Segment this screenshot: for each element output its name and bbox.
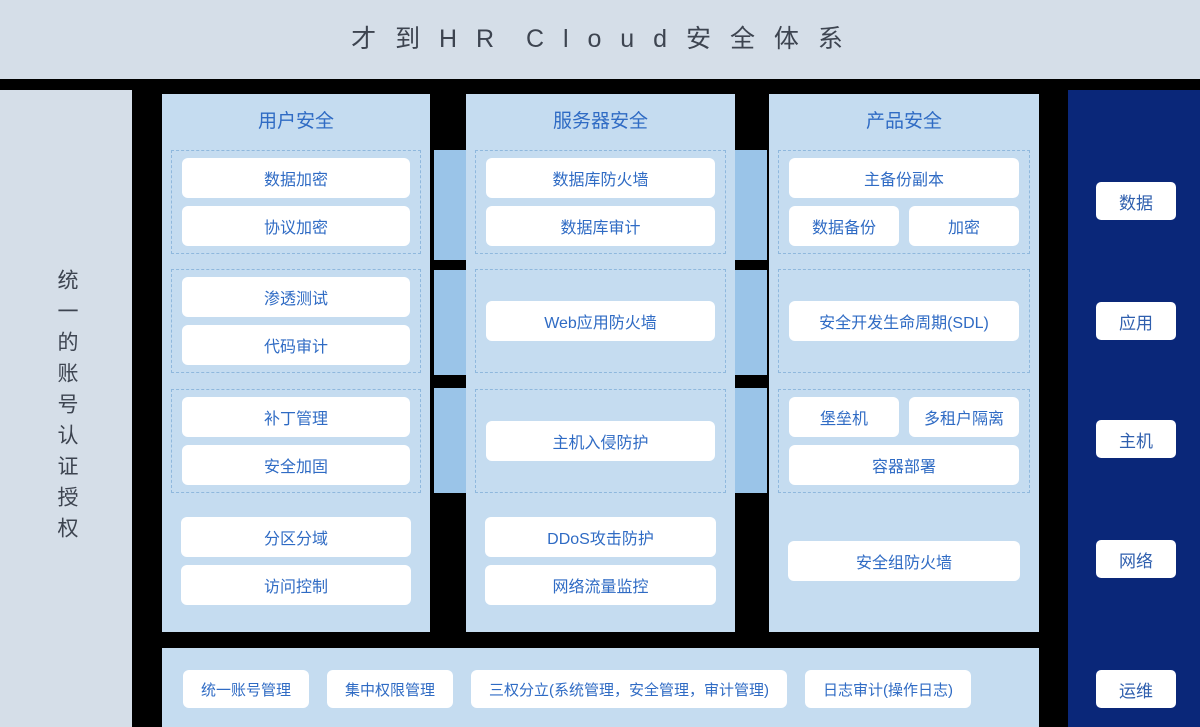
feature-card[interactable]: 数据库防火墙 xyxy=(486,158,715,198)
card-group: 主机入侵防护 xyxy=(475,389,726,493)
feature-card[interactable]: 补丁管理 xyxy=(182,397,410,437)
connector-band xyxy=(434,150,466,260)
feature-card[interactable]: 安全组防火墙 xyxy=(788,541,1020,581)
right-side-panel: 数据应用主机网络运维 xyxy=(1068,90,1200,727)
card-group: 分区分域访问控制 xyxy=(171,509,421,613)
connector-band xyxy=(735,150,767,260)
bottom-chip[interactable]: 统一账号管理 xyxy=(183,670,310,708)
layer-chip[interactable]: 应用 xyxy=(1096,302,1176,340)
card-group: 数据库防火墙数据库审计 xyxy=(475,150,726,254)
feature-card[interactable]: 安全加固 xyxy=(182,445,410,485)
layer-chip[interactable]: 运维 xyxy=(1096,670,1176,708)
column-user-security: 用户安全 数据加密协议加密渗透测试代码审计补丁管理安全加固分区分域访问控制 xyxy=(162,94,430,632)
left-panel-label-wrap: 统一的账号认证授权 xyxy=(0,90,132,727)
feature-card[interactable]: 数据库审计 xyxy=(486,206,715,246)
layer-chip[interactable]: 主机 xyxy=(1096,420,1176,458)
column-title-product-security: 产品安全 xyxy=(865,111,942,132)
connector-band xyxy=(434,388,466,493)
left-side-panel: 统一的账号认证授权 xyxy=(0,90,132,727)
column-title-user-security: 用户安全 xyxy=(257,111,334,132)
card-group: 补丁管理安全加固 xyxy=(171,389,421,493)
bottom-chip[interactable]: 集中权限管理 xyxy=(327,670,454,708)
feature-card[interactable]: 分区分域 xyxy=(181,517,411,557)
feature-card[interactable]: 网络流量监控 xyxy=(485,565,716,605)
card-group: 渗透测试代码审计 xyxy=(171,269,421,373)
layer-chip[interactable]: 数据 xyxy=(1096,182,1176,220)
card-group: 主备份副本数据备份加密 xyxy=(778,150,1030,254)
feature-card[interactable]: 堡垒机 xyxy=(789,397,899,437)
column-server-security: 服务器安全 数据库防火墙数据库审计 Web应用防火墙主机入侵防护 DDoS攻击防护网… xyxy=(466,94,735,632)
feature-card[interactable]: 协议加密 xyxy=(182,206,410,246)
feature-card[interactable]: 数据加密 xyxy=(182,158,410,198)
card-group: 安全开发生命周期(SDL) xyxy=(778,269,1030,373)
left-panel-label: 统一的账号认证授权 xyxy=(55,269,78,548)
feature-card[interactable]: 数据备份 xyxy=(789,206,899,246)
feature-card[interactable]: 多租户隔离 xyxy=(909,397,1019,437)
layer-chip[interactable]: 网络 xyxy=(1096,540,1176,578)
feature-card[interactable]: 渗透测试 xyxy=(182,277,410,317)
feature-card[interactable]: Web应用防火墙 xyxy=(486,301,715,341)
feature-card[interactable]: DDoS攻击防护 xyxy=(485,517,716,557)
feature-card[interactable]: 代码审计 xyxy=(182,325,410,365)
card-group: DDoS攻击防护网络流量监控 xyxy=(475,509,726,613)
card-group: 数据加密协议加密 xyxy=(171,150,421,254)
feature-card[interactable]: 安全开发生命周期(SDL) xyxy=(789,301,1019,341)
bottom-bar-chips: 统一账号管理集中权限管理三权分立(系统管理，安全管理，审计管理) 日志审计(操作日… xyxy=(183,670,972,708)
bottom-chip[interactable]: 日志审计(操作日志) xyxy=(805,670,972,708)
column-product-security: 产品安全 主备份副本数据备份加密安全开发生命周期(SDL)堡垒机多租户隔离容器部… xyxy=(769,94,1039,632)
bottom-chip[interactable]: 三权分立(系统管理，安全管理，审计管理) xyxy=(471,670,788,708)
feature-card[interactable]: 加密 xyxy=(909,206,1019,246)
card-group: Web应用防火墙 xyxy=(475,269,726,373)
connector-band xyxy=(434,270,466,375)
feature-card[interactable]: 容器部署 xyxy=(789,445,1019,485)
card-group: 堡垒机多租户隔离容器部署 xyxy=(778,389,1030,493)
feature-card-row: 数据备份加密 xyxy=(789,206,1019,246)
feature-card[interactable]: 主机入侵防护 xyxy=(486,421,715,461)
connector-band xyxy=(735,270,767,375)
feature-card-row: 堡垒机多租户隔离 xyxy=(789,397,1019,437)
column-title-server-security: 服务器安全 xyxy=(552,111,648,132)
connector-band xyxy=(735,388,767,493)
title-bar: 才 到 H R C l o u d 安 全 体 系 xyxy=(0,0,1200,79)
feature-card[interactable]: 访问控制 xyxy=(181,565,411,605)
page-title: 才 到 H R C l o u d 安 全 体 系 xyxy=(351,25,849,53)
card-group: 安全组防火墙 xyxy=(778,509,1030,613)
feature-card[interactable]: 主备份副本 xyxy=(789,158,1019,198)
bottom-bar: 统一账号管理集中权限管理三权分立(系统管理，安全管理，审计管理) 日志审计(操作日… xyxy=(162,648,1039,727)
